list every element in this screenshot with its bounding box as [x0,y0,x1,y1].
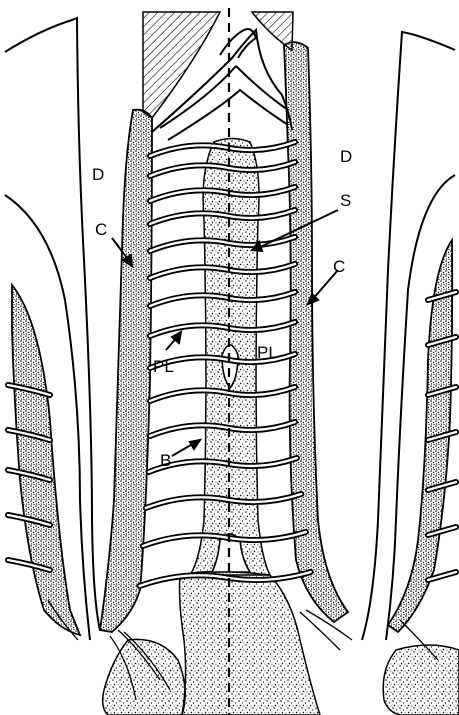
label-c-left: C [95,220,107,239]
bottom-lobe-left [103,639,186,715]
label-pl-left: PL [153,357,174,376]
label-s: S [340,191,351,210]
label-b: B [160,451,171,470]
label-d-left: D [92,165,104,184]
hatched-region-left [143,12,220,118]
left-cartilage-column [100,110,152,632]
label-pl-right: PL [257,343,278,362]
label-d-right: D [340,147,352,166]
top-fold [220,29,256,58]
bottom-lobe-right [383,645,459,715]
label-c-right: C [333,257,345,276]
bottom-lobe-center [180,572,321,715]
